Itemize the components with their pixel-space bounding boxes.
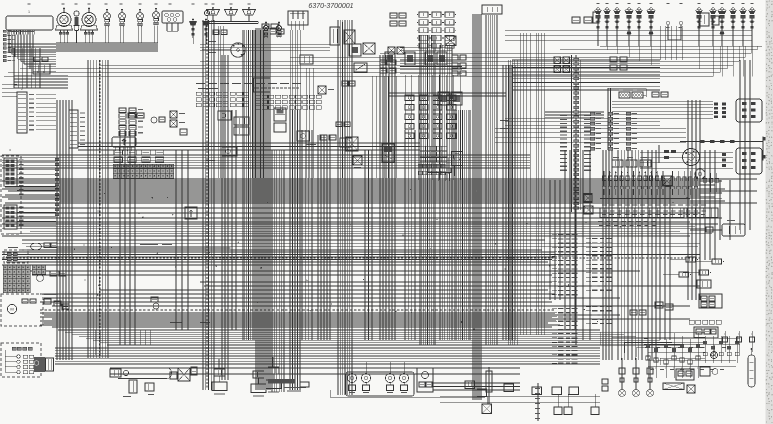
svg-text:M: M	[10, 307, 13, 312]
svg-text:3: 3	[9, 148, 11, 152]
svg-text:1: 1	[28, 10, 30, 14]
svg-text:6370-3700001: 6370-3700001	[308, 3, 353, 10]
svg-text:2: 2	[21, 87, 23, 91]
